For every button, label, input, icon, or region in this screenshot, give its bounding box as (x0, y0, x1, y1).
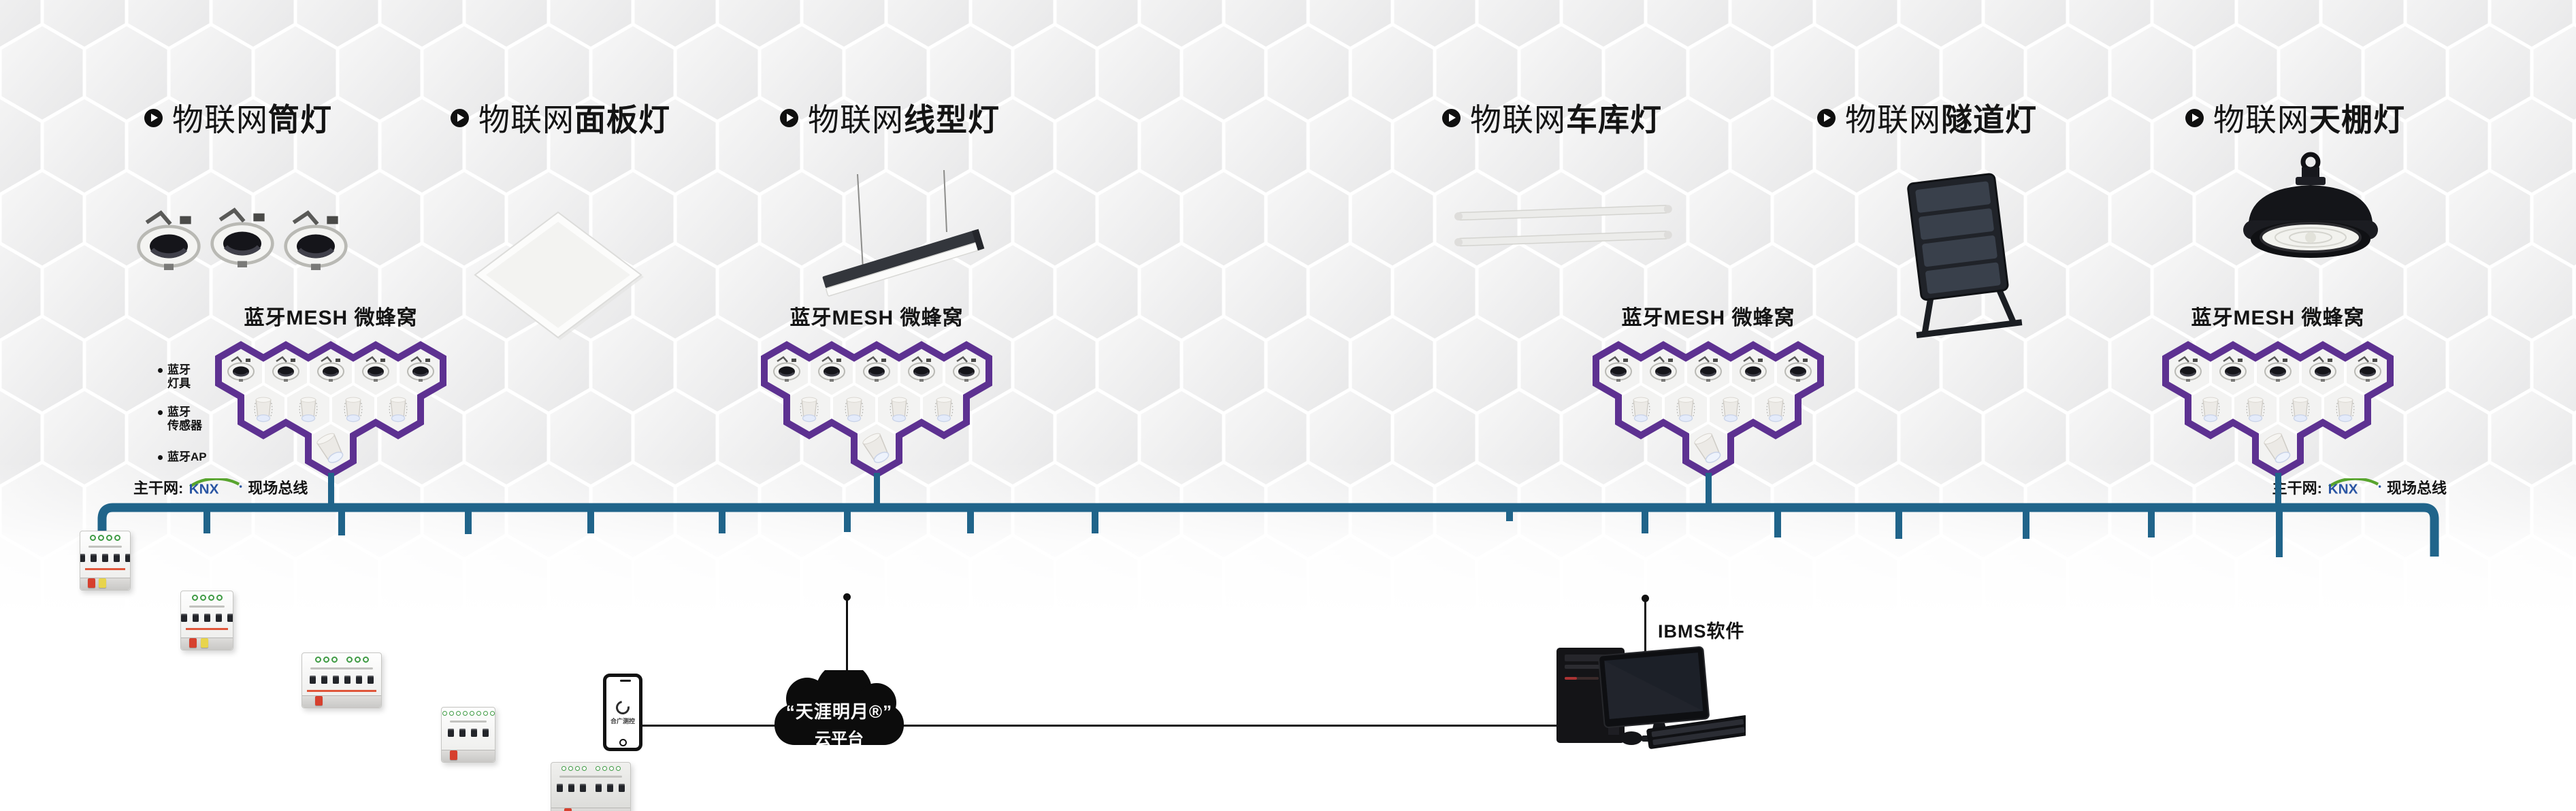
knx-actuator-module-wide (301, 652, 382, 708)
tunnel-light-image (1907, 173, 2023, 339)
ibms-computer-image (1556, 646, 1746, 749)
panel-light-image (474, 211, 644, 340)
link-node-dot (843, 593, 851, 601)
bus-label-left: 主干网: KNX 现场总线 (133, 476, 308, 498)
cloud-computer-link-line (897, 725, 1559, 727)
ibms-software-label: IBMS软件 (1658, 621, 1745, 642)
category-label: 物联网面板灯 (478, 102, 670, 137)
link-node-dot (1642, 595, 1649, 602)
gateway-cloud-link-line (846, 596, 848, 694)
play-bullet-icon (1817, 108, 1836, 127)
cluster-bus-drop-line (327, 473, 334, 508)
knx-module (441, 707, 495, 763)
category-label: 物联网筒灯 (172, 102, 332, 137)
cloud-platform-label: “天涯明月®” 云平台 (785, 701, 893, 748)
smartphone-image: 合广测控 (603, 674, 642, 751)
bluetooth-mesh-cluster (761, 341, 992, 478)
category-garage-light: 物联网车库灯 (1442, 99, 1662, 137)
category-linear-light: 物联网线型灯 (780, 99, 1000, 137)
bluetooth-mesh-cluster (215, 341, 446, 478)
knx-actuator-module (180, 591, 233, 650)
legend-item: 蓝牙 传感器 (167, 405, 202, 432)
category-label: 物联网车库灯 (1470, 102, 1662, 137)
category-highbay-light: 物联网天棚灯 (2185, 99, 2405, 137)
bluetooth-mesh-cluster (2162, 341, 2394, 478)
device-bus-drop-line (338, 508, 345, 535)
play-bullet-icon (451, 108, 469, 127)
legend-bullet-dot (158, 455, 163, 460)
play-bullet-icon (1442, 108, 1461, 127)
cloud-platform-image (775, 670, 904, 745)
bus-label-suffix: 现场总线 (248, 480, 308, 497)
device-bus-drop-line (465, 508, 472, 534)
device-bus-drop-line (1506, 508, 1513, 521)
device-bus-drop-line (203, 508, 210, 533)
cluster-title: 蓝牙MESH 微蜂窝 (789, 307, 964, 329)
bus-label-suffix: 现场总线 (2386, 480, 2447, 497)
knx-logo: KNX (2328, 478, 2381, 496)
category-label: 物联网隧道灯 (1845, 102, 2037, 137)
legend-bullet-dot (158, 368, 163, 373)
phone-app-logo: 合广测控 (606, 698, 639, 725)
device-bus-drop-line (844, 508, 851, 532)
bluetooth-mesh-cluster (1593, 341, 1824, 478)
svg-text:KNX: KNX (2328, 482, 2358, 496)
knx-switch-actuator-8ch (551, 762, 631, 811)
legend-bullet-dot (158, 410, 163, 415)
highbay-light-image (2243, 152, 2378, 258)
svg-text:KNX: KNX (189, 482, 219, 496)
category-tunnel-light: 物联网隧道灯 (1817, 99, 2037, 137)
heguang-logo-icon (613, 698, 632, 718)
knx-logo: KNX (189, 478, 242, 496)
category-label: 物联网线型灯 (808, 102, 1000, 137)
device-bus-drop-line (2023, 508, 2029, 539)
bus-label-prefix: 主干网: (133, 480, 184, 497)
category-downlight: 物联网筒灯 (144, 99, 332, 137)
device-bus-drop-line (1774, 508, 1781, 537)
category-label: 物联网天棚灯 (2213, 102, 2405, 137)
device-bus-drop-line (967, 508, 974, 533)
legend-item: 蓝牙AP (167, 450, 207, 463)
cluster-title: 蓝牙MESH 微蜂窝 (244, 307, 418, 329)
device-bus-drop-line (587, 508, 594, 533)
play-bullet-icon (144, 108, 163, 127)
device-bus-drop-line (1895, 508, 1902, 539)
knx-actuator-module (79, 531, 131, 591)
phone-cloud-link-line (642, 725, 786, 727)
play-bullet-icon (780, 108, 798, 127)
module-ibms-link-line (1644, 597, 1646, 665)
device-bus-drop-line (719, 508, 725, 533)
linear-light-image (822, 169, 985, 297)
cluster-bus-drop-line (873, 473, 880, 508)
device-bus-drop-line (1092, 508, 1098, 533)
cluster-bus-drop-line (1705, 473, 1712, 508)
cluster-title: 蓝牙MESH 微蜂窝 (2191, 307, 2365, 329)
cluster-bus-drop-line (2275, 473, 2281, 508)
device-bus-drop-line (1642, 508, 1648, 533)
device-bus-drop-line (2276, 508, 2283, 557)
device-bus-drop-line (2148, 508, 2155, 537)
category-panel-light: 物联网面板灯 (451, 99, 670, 137)
play-bullet-icon (2185, 108, 2204, 127)
garage-light-image (1454, 205, 1672, 247)
cluster-title: 蓝牙MESH 微蜂窝 (1621, 307, 1795, 329)
legend-item: 蓝牙 灯具 (167, 363, 191, 390)
